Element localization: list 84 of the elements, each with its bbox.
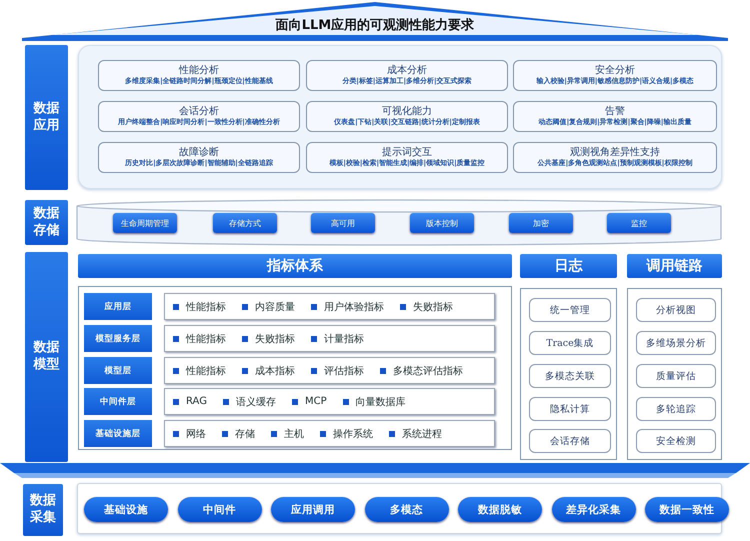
- layer-label: 数据模型: [25, 252, 68, 462]
- card-heading: 性能分析: [179, 64, 219, 77]
- panel: [78, 286, 512, 450]
- collection-pill: 数据脱敏: [458, 497, 542, 522]
- item-box: 统一管理: [529, 298, 611, 322]
- bullet-item: 内容质量: [242, 300, 295, 314]
- capability-card: [98, 142, 300, 173]
- collection-pill: 应用调用: [271, 497, 355, 522]
- bullet-item: 主机: [271, 426, 304, 440]
- bullet-item: MCP: [292, 396, 327, 407]
- metric-row: [164, 357, 495, 384]
- bullet-item: 性能指标: [173, 332, 226, 346]
- storage-tag: 加密: [509, 213, 573, 233]
- item-box: 多模态关联: [529, 364, 611, 388]
- capability-card: [98, 101, 300, 132]
- item-box: Trace集成: [529, 331, 611, 355]
- cylinder: [76, 199, 722, 246]
- card-heading: 告警: [605, 106, 625, 118]
- capability-card: [513, 142, 717, 173]
- storage-tag: 高可用: [311, 213, 375, 233]
- capability-card: [98, 60, 300, 91]
- metric-row: [164, 325, 495, 352]
- item-box: 质量评估: [636, 364, 716, 388]
- bullet-item: 用户体验指标: [311, 300, 384, 314]
- item-box: 隐私计算: [529, 397, 611, 421]
- collection-pill: 多模态: [364, 497, 448, 522]
- item-box: 分析视图: [636, 298, 716, 322]
- layer-tag: 基础设施层: [84, 420, 152, 447]
- collection-pill: 基础设施: [84, 497, 168, 522]
- layer-label: 数据应用: [25, 45, 68, 190]
- bullet-item: 网络: [173, 426, 206, 440]
- card-heading: 故障诊断: [179, 146, 219, 159]
- item-box: 安全检测: [636, 429, 716, 453]
- card-heading: 可视化能力: [382, 106, 432, 118]
- bullet-item: 系统进程: [389, 426, 442, 440]
- card-heading: 安全分析: [595, 64, 635, 77]
- card-heading: 观测视角差异性支持: [570, 146, 660, 159]
- bullet-item: 计量指标: [311, 332, 364, 346]
- item-box: 多维场景分析: [636, 331, 716, 355]
- panel: [520, 288, 617, 460]
- bullet-item: 性能指标: [173, 364, 226, 378]
- collection-pill: 数据一致性: [645, 497, 729, 522]
- layer-tag: 中间件层: [84, 388, 152, 415]
- layer-label: 数据存储: [25, 200, 68, 245]
- storage-tag: 监控: [607, 213, 671, 233]
- bullet-item: 失败指标: [242, 332, 295, 346]
- panel: [78, 45, 722, 189]
- bullet-item: RAG: [173, 396, 207, 407]
- storage-tag: 生命周期管理: [113, 213, 177, 233]
- capability-card: [513, 101, 717, 132]
- section-header: 指标体系: [78, 254, 512, 278]
- title: 面向LLM应用的可观测性能力要求: [274, 18, 476, 34]
- metric-row: [164, 420, 495, 447]
- section-header: 日志: [520, 254, 617, 278]
- bullet-item: 评估指标: [311, 364, 364, 378]
- layer-tag: 模型服务层: [84, 325, 152, 352]
- metric-row: [164, 388, 495, 415]
- capability-card: [306, 60, 508, 91]
- item-box: 会话存储: [529, 429, 611, 453]
- panel: [627, 288, 722, 460]
- collection-pill: 中间件: [178, 497, 262, 522]
- storage-tag: 存储方式: [213, 213, 277, 233]
- bullet-item: 存储: [222, 426, 255, 440]
- storage-tag: 版本控制: [410, 213, 474, 233]
- card-heading: 提示词交互: [382, 146, 432, 159]
- layer-label: 数据采集: [23, 484, 63, 536]
- bullet-item: 失败指标: [400, 300, 453, 314]
- bullet-item: 操作系统: [320, 426, 373, 440]
- metric-row: [164, 293, 495, 320]
- layer-tag: 模型层: [84, 357, 152, 384]
- capability-card: [306, 101, 508, 132]
- section-header: 调用链路: [627, 254, 722, 278]
- capability-card: [513, 60, 717, 91]
- bullet-item: 向量数据库: [342, 394, 406, 408]
- capability-card: [306, 142, 508, 173]
- bullet-item: 语义缓存: [222, 394, 276, 408]
- card-heading: 成本分析: [387, 64, 427, 77]
- card-heading: 会话分析: [179, 106, 219, 118]
- bullet-item: 多模态评估指标: [380, 364, 463, 378]
- bullet-item: 性能指标: [173, 300, 226, 314]
- collection-pill: 差异化采集: [552, 497, 636, 522]
- item-box: 多轮追踪: [636, 397, 716, 421]
- bullet-item: 成本指标: [242, 364, 295, 378]
- layer-tag: 应用层: [84, 293, 152, 320]
